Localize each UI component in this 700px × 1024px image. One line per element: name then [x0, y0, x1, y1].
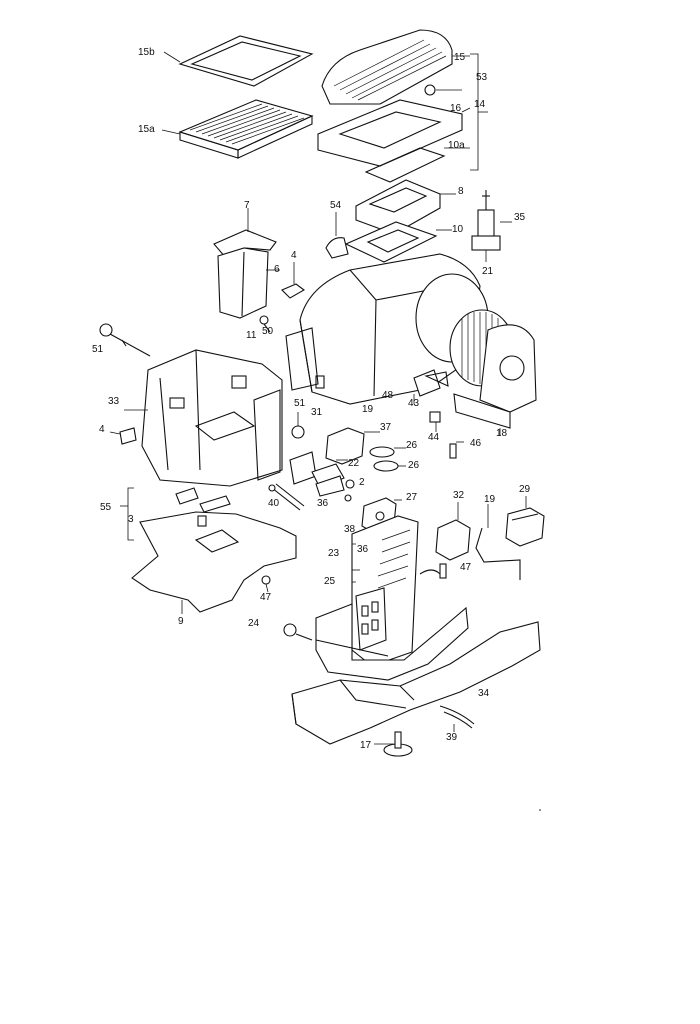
floor-duct-part — [291, 621, 541, 745]
screw-part — [259, 315, 271, 333]
callout-labels: 15b 15a 15 53 16 14 10a 8 54 7 35 10 4 6… — [92, 47, 531, 751]
blower-fan-part — [415, 273, 537, 436]
filter-element-part — [161, 99, 314, 159]
air-duct-part — [213, 208, 280, 319]
callout-label: 23 — [328, 548, 340, 559]
callout-label: 50 — [262, 326, 274, 337]
lever-assembly-part — [120, 487, 231, 541]
filter-frame-part — [163, 35, 314, 87]
callout-label: 40 — [268, 498, 280, 509]
callout-label: 38 — [344, 524, 356, 535]
callout-label: 6 — [274, 264, 280, 275]
callout-label: 7 — [244, 200, 250, 211]
callout-label: 10a — [448, 140, 465, 151]
gasket-part — [364, 147, 470, 183]
callout-label: 11 — [246, 330, 257, 341]
ring-part — [344, 479, 355, 502]
stray-dot — [539, 809, 541, 811]
callout-label: 47 — [260, 592, 272, 603]
callout-label: 25 — [324, 576, 336, 587]
callout-label: 51 — [294, 398, 306, 409]
callout-label: 10 — [452, 224, 464, 235]
callout-label: 39 — [446, 732, 458, 743]
callout-label: 29 — [519, 484, 531, 495]
callout-label: 15 — [454, 52, 466, 63]
screw-46-part — [449, 441, 464, 459]
lower-housing-part — [315, 603, 469, 681]
flap-part — [413, 369, 449, 404]
callout-label: 16 — [450, 103, 462, 114]
actuator-37-part — [325, 427, 380, 465]
distribution-housing-part — [124, 349, 283, 487]
linkage-22-part — [289, 451, 348, 497]
callout-label: 17 — [360, 740, 372, 751]
callout-label: 14 — [474, 99, 486, 110]
callout-label: 55 — [100, 502, 112, 513]
callout-label: 15b — [138, 47, 155, 58]
intake-duct-part — [355, 179, 456, 235]
callout-label: 26 — [408, 460, 420, 471]
foot-17-part — [374, 731, 413, 757]
bracket-29-part — [505, 496, 545, 547]
callout-label: 22 — [348, 458, 360, 469]
callout-label: 53 — [476, 72, 488, 83]
callout-label: 36 — [317, 498, 329, 509]
callout-label: 3 — [128, 514, 134, 525]
clip-26-part — [369, 446, 406, 472]
left-duct-part — [131, 511, 297, 614]
callout-label: 26 — [406, 440, 418, 451]
cable-39-part — [439, 705, 475, 732]
callout-label: 48 — [382, 390, 394, 401]
housing-top-part — [317, 99, 471, 167]
clip-part — [325, 212, 349, 259]
bracket-23 — [351, 543, 360, 583]
callout-label: 19 — [362, 404, 374, 415]
callout-label: 15a — [138, 124, 155, 135]
callout-label: 34 — [478, 688, 490, 699]
assembly-bracket — [470, 53, 488, 171]
screw-47-part — [419, 563, 447, 579]
callout-label: 35 — [514, 212, 526, 223]
clip-44-part — [429, 411, 441, 432]
callout-label: 37 — [380, 422, 392, 433]
screw-24-part — [283, 623, 313, 641]
callout-label: 21 — [482, 266, 494, 277]
callout-label: 31 — [311, 407, 323, 418]
grommet-part — [291, 412, 305, 439]
heater-core-part — [351, 515, 419, 667]
callout-label: 4 — [291, 250, 297, 261]
callout-label: 43 — [408, 398, 420, 409]
callout-label: 2 — [359, 477, 365, 488]
callout-label: 51 — [92, 344, 104, 355]
screw-51-part — [99, 323, 151, 357]
callout-label: 27 — [406, 492, 418, 503]
callout-label: 36 — [357, 544, 369, 555]
gasket-frame-part — [344, 221, 452, 263]
callout-label: 46 — [470, 438, 482, 449]
small-clip-part — [281, 262, 305, 299]
callout-label: 33 — [108, 396, 120, 407]
callout-label: 54 — [330, 200, 342, 211]
actuator-32-part — [435, 502, 471, 561]
callout-label: 8 — [458, 186, 464, 197]
callout-label: 24 — [248, 618, 260, 629]
hose-19-part — [475, 504, 521, 580]
callout-label: 18 — [496, 428, 508, 439]
sensor-part — [471, 190, 512, 262]
callout-label: 47 — [460, 562, 472, 573]
callout-label: 32 — [453, 490, 465, 501]
callout-label: 44 — [428, 432, 440, 443]
screw-47-left-part — [261, 575, 271, 593]
grille-cover-part — [321, 29, 470, 105]
side-clip-part — [109, 427, 137, 445]
lever-40-part — [268, 483, 305, 511]
callout-label: 4 — [99, 424, 105, 435]
callout-label: 19 — [484, 494, 496, 505]
callout-label: 9 — [178, 616, 184, 627]
